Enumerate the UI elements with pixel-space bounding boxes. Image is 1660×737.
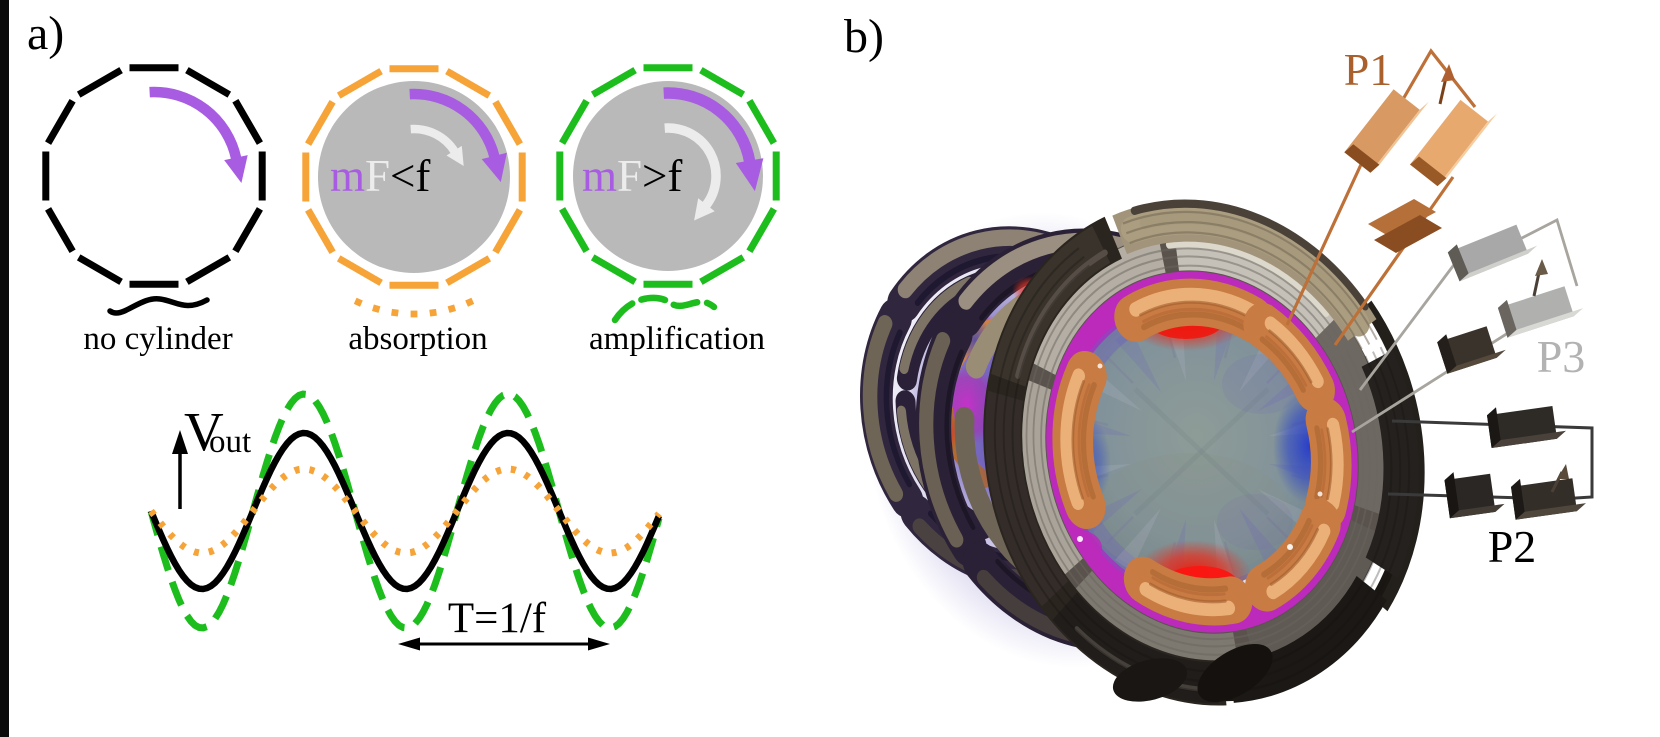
- svg-text:mF<f: mF<f: [330, 151, 430, 201]
- svg-text:mF>f: mF>f: [582, 151, 682, 201]
- svg-text:P2: P2: [1488, 521, 1537, 572]
- svg-text:no cylinder: no cylinder: [83, 321, 232, 357]
- svg-text:out: out: [209, 424, 251, 460]
- svg-text:P3: P3: [1537, 331, 1586, 382]
- svg-text:a): a): [27, 7, 64, 60]
- svg-text:P1: P1: [1344, 44, 1393, 95]
- svg-text:absorption: absorption: [348, 321, 487, 357]
- svg-text:T=1/f: T=1/f: [448, 595, 547, 642]
- svg-text:amplification: amplification: [589, 321, 765, 357]
- svg-text:b): b): [844, 10, 884, 63]
- svg-text:V: V: [184, 401, 224, 462]
